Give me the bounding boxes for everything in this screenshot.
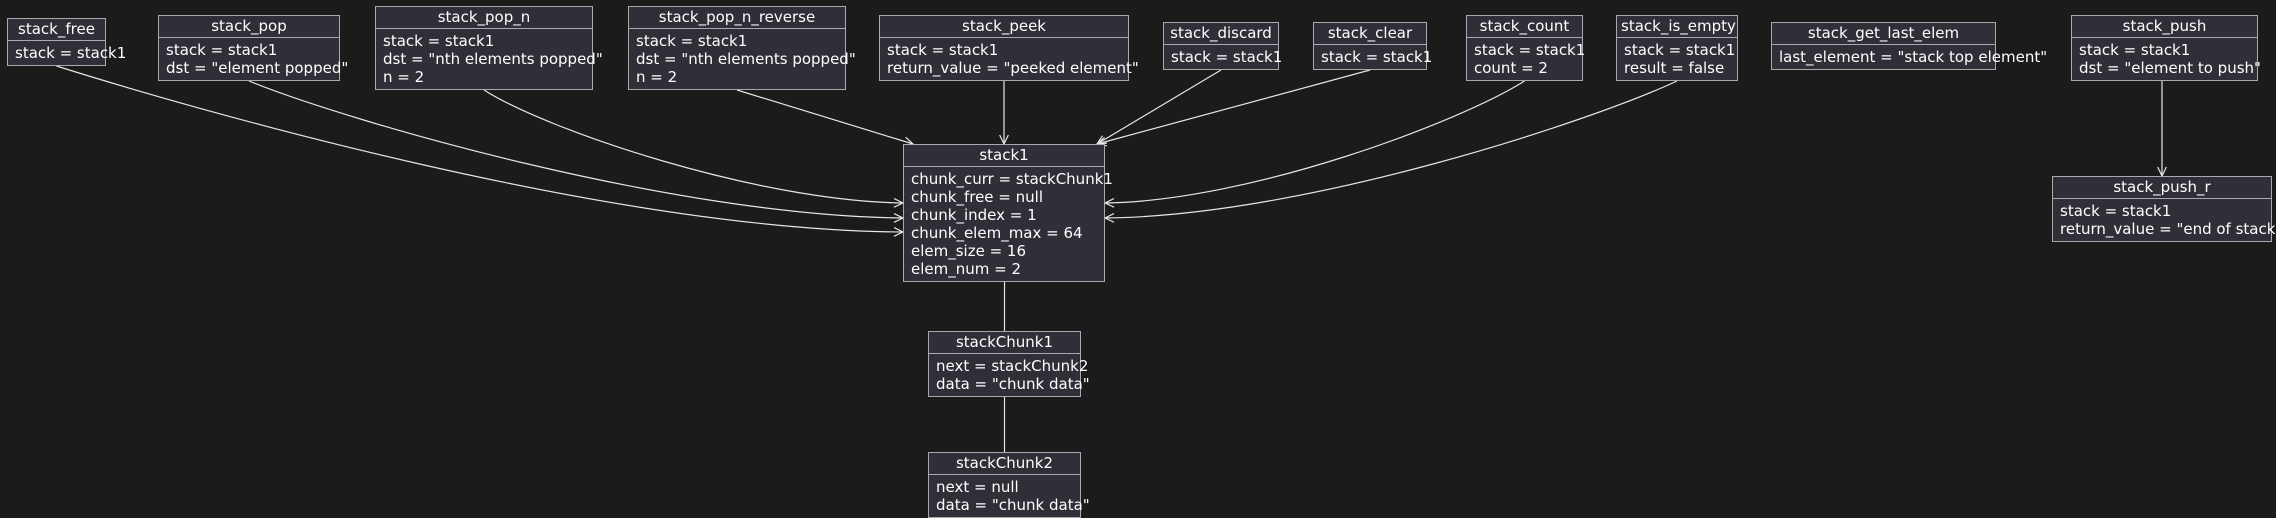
- object-title: stack_peek: [880, 16, 1128, 38]
- object-field: dst = "nth elements popped": [636, 50, 856, 68]
- object-field: return_value = "peeked element": [887, 59, 1139, 77]
- link-stack-pop-to-stack1: [248, 80, 904, 219]
- object-field: stack = stack1: [166, 41, 278, 59]
- object-field: stack = stack1: [1171, 48, 1283, 66]
- object-field: result = false: [1624, 59, 1725, 77]
- object-field: chunk_elem_max = 64: [911, 224, 1083, 242]
- link-stack-discard-to-stack1: [1096, 69, 1222, 145]
- object-title: stack1: [904, 145, 1104, 167]
- object-field: stack = stack1: [887, 41, 999, 59]
- object-field: n = 2: [383, 68, 425, 86]
- object-stack-get-last-elem: stack_get_last_elem last_element = "stack…: [1771, 22, 2048, 70]
- object-field: n = 2: [636, 68, 678, 86]
- object-title: stackChunk1: [929, 332, 1080, 354]
- object-field: dst = "element to push": [2079, 59, 2261, 77]
- object-field: count = 2: [1474, 59, 1548, 77]
- object-field: dst = "element popped": [166, 59, 349, 77]
- arrow-head: [1103, 213, 1115, 223]
- object-field: chunk_free = null: [911, 188, 1043, 206]
- object-field: data = "chunk data": [936, 496, 1090, 514]
- object-field: chunk_curr = stackChunk1: [911, 170, 1113, 188]
- object-title: stack_count: [1467, 16, 1582, 38]
- object-field: return_value = "end of stack": [2060, 220, 2276, 238]
- object-field: stack = stack1: [2079, 41, 2191, 59]
- link-stack-is-empty-to-stack1: [1104, 80, 1678, 219]
- object-fields: last_element = "stack top element": [1772, 45, 2048, 69]
- object-field: last_element = "stack top element": [1779, 48, 2048, 66]
- object-field: next = stackChunk2: [936, 357, 1089, 375]
- object-title: stack_pop_n_reverse: [629, 7, 845, 29]
- object-title: stack_pop: [159, 16, 339, 38]
- object-fields: stack = stack1: [1164, 45, 1283, 69]
- object-field: data = "chunk data": [936, 375, 1090, 393]
- link-stack-clear-to-stack1: [1096, 69, 1371, 145]
- object-field: stack = stack1: [2060, 202, 2172, 220]
- object-field: next = null: [936, 478, 1019, 496]
- object-title: stack_free: [8, 19, 105, 41]
- arrow-head: [1103, 197, 1115, 208]
- object-field: dst = "nth elements popped": [383, 50, 603, 68]
- link-stack-pop-n-to-stack1: [483, 89, 904, 204]
- object-fields: stack = stack1: [8, 41, 127, 65]
- object-fields: stack = stack1: [1314, 45, 1433, 69]
- object-title: stack_clear: [1314, 23, 1426, 45]
- object-title: stack_pop_n: [376, 7, 592, 29]
- object-field: stack = stack1: [636, 32, 748, 50]
- object-title: stackChunk2: [929, 453, 1080, 475]
- object-field: stack = stack1: [383, 32, 495, 50]
- link-stack-free-to-stack1: [56, 65, 904, 233]
- object-field: elem_size = 16: [911, 242, 1027, 260]
- object-title: stack_push: [2072, 16, 2257, 38]
- object-title: stack_discard: [1164, 23, 1278, 45]
- object-field: chunk_index = 1: [911, 206, 1037, 224]
- object-title: stack_is_empty: [1617, 16, 1737, 38]
- object-field: stack = stack1: [1624, 41, 1736, 59]
- object-field: stack = stack1: [1321, 48, 1433, 66]
- link-stack-count-to-stack1: [1104, 80, 1525, 204]
- link-stack-pop-n-reverse-to-stack1: [736, 89, 914, 145]
- object-field: stack = stack1: [15, 44, 127, 62]
- object-field: stack = stack1: [1474, 41, 1586, 59]
- object-title: stack_get_last_elem: [1772, 23, 1995, 45]
- object-title: stack_push_r: [2053, 177, 2271, 199]
- object-field: elem_num = 2: [911, 260, 1022, 278]
